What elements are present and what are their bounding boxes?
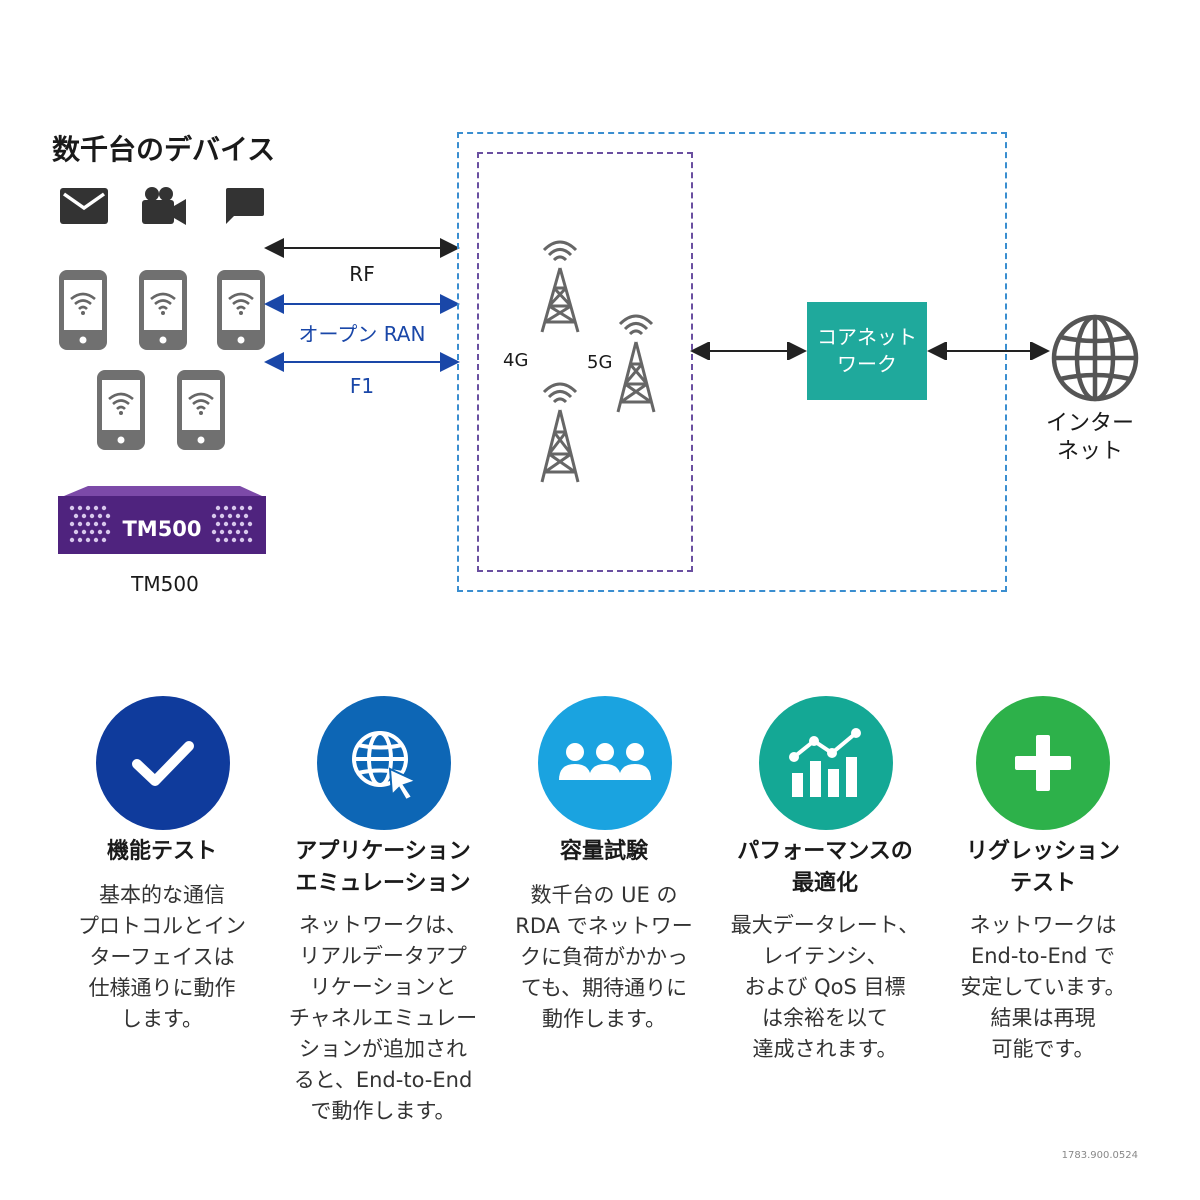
chat-bubble-icon xyxy=(226,188,264,224)
f1-label: F1 xyxy=(349,374,375,398)
feature-title: リグレッション テスト xyxy=(965,839,1120,896)
tm500-label: TM500 xyxy=(131,572,199,596)
feature-circle-performance xyxy=(759,696,893,830)
core-network-line2: ワーク xyxy=(837,352,897,376)
feature-description: ネットワークは、 リアルデータアプ リケーションと チャネルエミュレー ションが… xyxy=(288,913,478,1123)
smartphone-icon xyxy=(217,270,265,350)
smartphone-icon xyxy=(97,370,145,450)
core-network-box: コアネット ワーク xyxy=(807,302,927,400)
smartphone-icon xyxy=(177,370,225,450)
open-ran-label: オープン RAN xyxy=(298,322,426,346)
feature-description: ネットワークは End-to-End で 安定しています。 結果は再現 可能です… xyxy=(960,913,1126,1061)
ran-boundary xyxy=(477,152,693,572)
feature-title: 機能テスト xyxy=(106,839,217,864)
feature-title: パフォーマンスの 最適化 xyxy=(737,839,913,896)
plus-icon xyxy=(1015,735,1071,791)
tm500-device: TM500 xyxy=(58,486,266,554)
chart-icon xyxy=(789,728,861,797)
cell-tower-icon xyxy=(540,240,580,333)
mail-icon xyxy=(60,188,108,224)
label-5g: 5G xyxy=(587,352,613,373)
core-arrows xyxy=(690,342,1050,360)
feature-description: 数千台の UE の RDA でネットワー クに負荷がかかっ ても、期待通りに 動… xyxy=(515,883,693,1031)
internet-line1: インター xyxy=(1045,411,1134,436)
users-icon xyxy=(559,743,651,780)
feature-title: アプリケーション エミュレーション xyxy=(295,839,471,896)
feature-circle-app-emulation xyxy=(317,696,451,830)
check-icon xyxy=(132,741,194,786)
link-arrows xyxy=(264,238,460,372)
globe-icon xyxy=(1051,314,1139,402)
rf-label: RF xyxy=(349,262,375,286)
smartphone-icon xyxy=(139,270,187,350)
feature-title: 容量試験 xyxy=(559,839,648,864)
internet-line2: ネット xyxy=(1056,439,1123,464)
feature-description: 最大データレート、 レイテンシ、 および QoS 目標 は余裕を以て 達成されま… xyxy=(730,913,920,1061)
core-network-line1: コアネット xyxy=(817,325,917,349)
network-boundary xyxy=(457,132,1007,592)
video-camera-icon xyxy=(142,187,186,225)
devices-title: 数千台のデバイス xyxy=(52,133,276,166)
internet-label: インター ネット xyxy=(1030,410,1150,466)
smartphone-icon xyxy=(59,270,107,350)
document-code: 1783.900.0524 xyxy=(1061,1150,1138,1161)
feature-circle-functional xyxy=(96,696,230,830)
feature-description: 基本的な通信 プロトコルとイン ターフェイスは 仕様通りに動作 します。 xyxy=(78,883,246,1031)
cell-tower-icon xyxy=(540,382,580,483)
cell-tower-icon xyxy=(616,314,656,413)
label-4g: 4G xyxy=(503,350,529,371)
globe-cursor-icon xyxy=(352,731,419,801)
tm500-badge-text: TM500 xyxy=(122,517,201,541)
feature-circle-regression xyxy=(976,696,1110,830)
feature-circle-capacity xyxy=(538,696,672,830)
